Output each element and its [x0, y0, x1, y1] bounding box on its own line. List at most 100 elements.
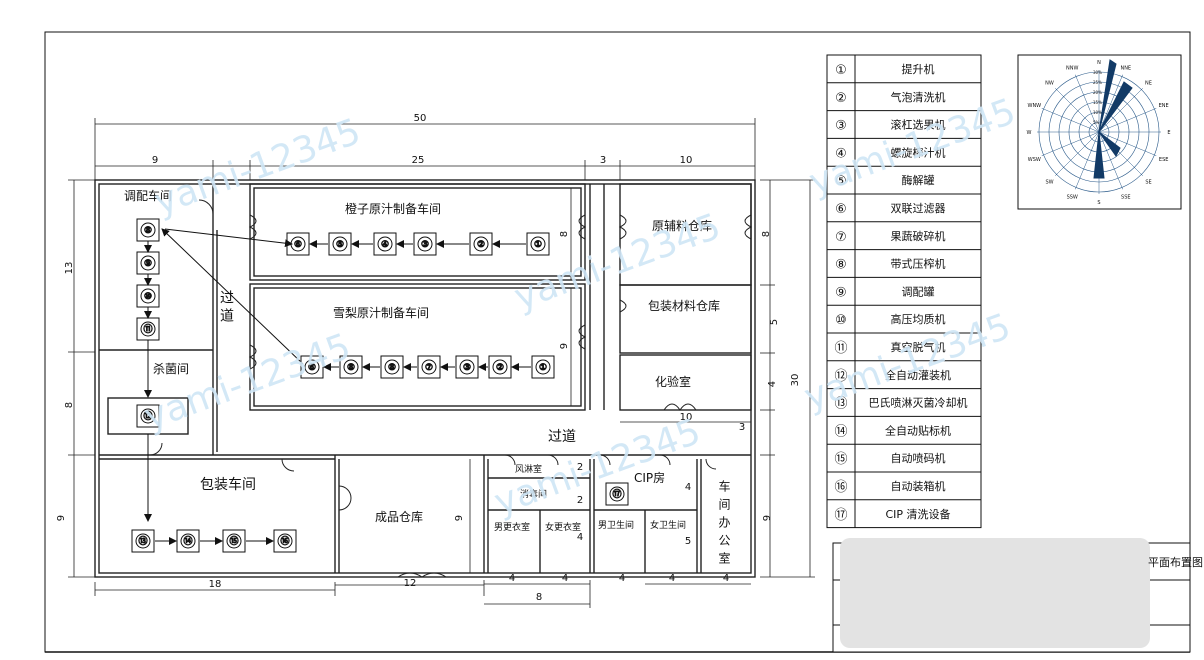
dim-room-h4: 4	[577, 532, 583, 543]
legend-number: ⑨	[835, 285, 847, 300]
room-orange: 橙子原汁制备车间	[345, 201, 441, 216]
blend-equipment: ⑪	[136, 317, 160, 341]
windrose-direction: WSW	[1028, 157, 1041, 163]
orange-equipment: ③	[413, 232, 437, 256]
dim-fg-width: 12	[404, 578, 417, 589]
blend-equipment-label: ⑩	[144, 292, 152, 302]
orange-equipment: ①	[526, 232, 550, 256]
legend-number: ④	[835, 146, 847, 161]
filling-equipment-label: ⑫	[143, 411, 152, 422]
packaging-equipment-label: ⑭	[183, 536, 192, 547]
cip-equipment-label: ⑰	[612, 489, 621, 500]
windrose-direction: W	[1027, 130, 1032, 136]
orange-equipment: ⑤	[328, 232, 352, 256]
legend-number: ⑫	[834, 369, 847, 384]
legend-number: ①	[835, 63, 847, 78]
windrose-direction: S	[1097, 200, 1100, 206]
dim-juice-h2: 9	[559, 343, 570, 349]
packaging-equipment: ⑬	[131, 529, 155, 553]
windrose-direction: SSE	[1121, 195, 1131, 201]
watermark: yami-12345	[149, 111, 366, 223]
doors	[149, 199, 753, 578]
room-passage-vertical: 过道	[218, 290, 234, 326]
room-sterilize: 杀菌间	[153, 361, 189, 376]
room-air-shower: 风淋室	[515, 463, 542, 475]
dim-left-h1: 13	[64, 262, 75, 275]
pear-equipment: ⑥	[300, 355, 324, 379]
windrose-ring-label: 5%	[1093, 120, 1100, 125]
legend-equipment-name: 全自动贴标机	[885, 423, 951, 437]
dim-lab-width: 10	[680, 412, 693, 423]
title-block: 平面布置图	[832, 538, 1203, 653]
windrose-ring-label: 15%	[1093, 100, 1102, 105]
pear-equipment: ⑦	[417, 355, 441, 379]
windrose-direction: NW	[1045, 81, 1054, 87]
pear-equipment: ①	[531, 355, 555, 379]
packaging-equipment: ⑭	[176, 529, 200, 553]
dim-store-h3: 4	[767, 381, 778, 387]
dim-small-c: 8	[536, 592, 542, 603]
legend-number: ⑥	[835, 202, 847, 217]
dim-total-width: 30	[790, 374, 801, 387]
legend-equipment-name: CIP 清洗设备	[885, 507, 950, 521]
dim-juice-h1: 8	[559, 231, 570, 237]
legend-equipment-name: 气泡清洗机	[891, 90, 946, 104]
windrose-direction: SSW	[1067, 195, 1078, 201]
windrose-direction: SE	[1145, 179, 1151, 185]
room-cip: CIP房	[634, 470, 665, 485]
pear-equipment-label: ②	[496, 363, 504, 373]
room-labels: 调配车间 橙子原汁制备车间 雪梨原汁制备车间 过道 原辅料仓库 包装材料仓库 化…	[124, 188, 731, 570]
orange-equipment: ④	[373, 232, 397, 256]
room-pear: 雪梨原汁制备车间	[333, 305, 429, 320]
legend-number: ⑦	[835, 230, 847, 245]
packaging-equipment-label: ⑯	[280, 536, 289, 547]
blend-equipment: ⑧	[136, 218, 160, 242]
legend-number: ⑪	[834, 341, 847, 356]
room-pack-store: 包装材料仓库	[648, 298, 720, 313]
legend-equipment-name: 自动装箱机	[891, 479, 946, 493]
dim-pack-width: 18	[209, 579, 222, 590]
legend-equipment-name: 高压均质机	[891, 312, 946, 326]
legend-number: ②	[835, 91, 847, 106]
legend-equipment-name: 调配罐	[902, 285, 935, 298]
room-finished: 成品仓库	[375, 509, 423, 524]
legend-equipment-name: 双联过滤器	[891, 202, 946, 215]
room-packaging: 包装车间	[200, 476, 256, 493]
dim-left-h2: 8	[64, 402, 75, 408]
pear-equipment-label: ①	[539, 363, 547, 373]
dim-passage-width: 3	[600, 155, 606, 166]
windrose-direction: ENE	[1159, 103, 1169, 109]
dim-store-width: 10	[680, 155, 693, 166]
watermark: yami-12345	[139, 326, 356, 438]
pear-equipment-label: ⑧	[388, 363, 396, 373]
packaging-equipment: ⑯	[273, 529, 297, 553]
legend-equipment-name: 螺旋榨汁机	[891, 145, 946, 159]
legend-number: ⑧	[835, 258, 847, 273]
legend-number: ③	[835, 119, 847, 134]
room-female-locker: 女更衣室	[545, 521, 581, 533]
dim-left-width: 9	[152, 155, 158, 166]
windrose-direction: WNW	[1028, 103, 1042, 109]
room-lab: 化验室	[655, 374, 691, 389]
packaging-equipment-label: ⑮	[229, 536, 238, 547]
windrose-ring-label: 20%	[1093, 90, 1102, 95]
legend-number: ⑭	[834, 424, 847, 439]
dim-room-h1: 2	[577, 462, 583, 473]
legend-equipment-name: 酶解罐	[902, 173, 935, 187]
dim-small-e: 4	[669, 573, 675, 584]
cip-equipment: ⑰	[605, 482, 629, 506]
dim-store-h2: 5	[769, 319, 780, 325]
orange-equipment: ②	[469, 232, 493, 256]
legend-equipment-name: 自动喷码机	[891, 451, 946, 465]
dim-room-h2: 4	[685, 482, 691, 493]
pear-equipment-label: ⑧	[347, 363, 355, 373]
dim-small-b: 4	[562, 573, 568, 584]
dimension-lines	[68, 118, 815, 608]
dim-juice-length: 25	[412, 155, 425, 166]
room-male-locker: 男更衣室	[494, 521, 530, 533]
room-office: 车间办公室	[717, 479, 731, 570]
legend-equipment-name: 果蔬破碎机	[891, 229, 946, 243]
orange-equipment-label: ③	[421, 240, 429, 250]
pear-equipment: ⑧	[339, 355, 363, 379]
